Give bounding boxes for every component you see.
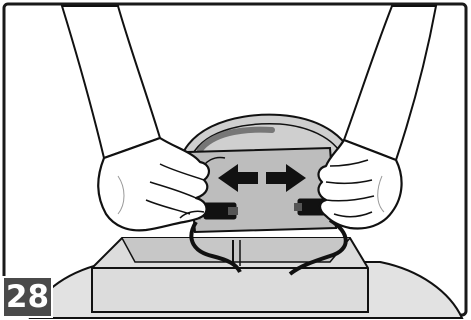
step-badge: 28 bbox=[2, 276, 53, 318]
step-number: 28 bbox=[6, 282, 49, 313]
